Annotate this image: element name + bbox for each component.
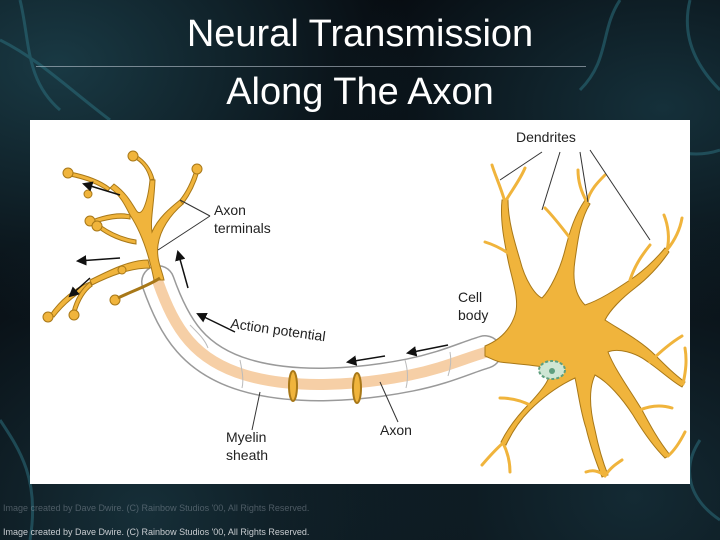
label-dendrites: Dendrites — [516, 129, 576, 145]
image-credit-reflection: Image created by Dave Dwire. (C) Rainbow… — [3, 503, 310, 513]
label-axon-terminals-line2: terminals — [214, 220, 271, 236]
neuron-diagram-panel: Dendrites Axon terminals Cell body Actio… — [30, 120, 690, 484]
nodes-of-ranvier — [288, 370, 362, 404]
label-leader-lines — [157, 149, 651, 431]
label-cell-body-line1: Cell — [458, 289, 482, 305]
label-myelin-sheath-line2: sheath — [226, 447, 268, 463]
neuron-diagram: Dendrites Axon terminals Cell body Actio… — [42, 129, 688, 478]
label-axon-terminals-line1: Axon — [214, 202, 246, 218]
signal-direction-arrows — [68, 181, 449, 366]
image-credit: Image created by Dave Dwire. (C) Rainbow… — [3, 527, 310, 537]
dendrite-branches — [480, 163, 688, 478]
label-cell-body-line2: body — [458, 307, 488, 323]
axon-core — [152, 276, 496, 390]
label-axon: Axon — [380, 422, 412, 438]
cell-body — [484, 199, 686, 478]
label-myelin-sheath-line1: Myelin — [226, 429, 266, 445]
title-divider — [36, 66, 586, 67]
slide-title-line1: Neural Transmission — [186, 13, 534, 55]
slide-title-line2: Along The Axon — [226, 71, 494, 113]
label-action-potential: Action potential — [230, 315, 327, 344]
